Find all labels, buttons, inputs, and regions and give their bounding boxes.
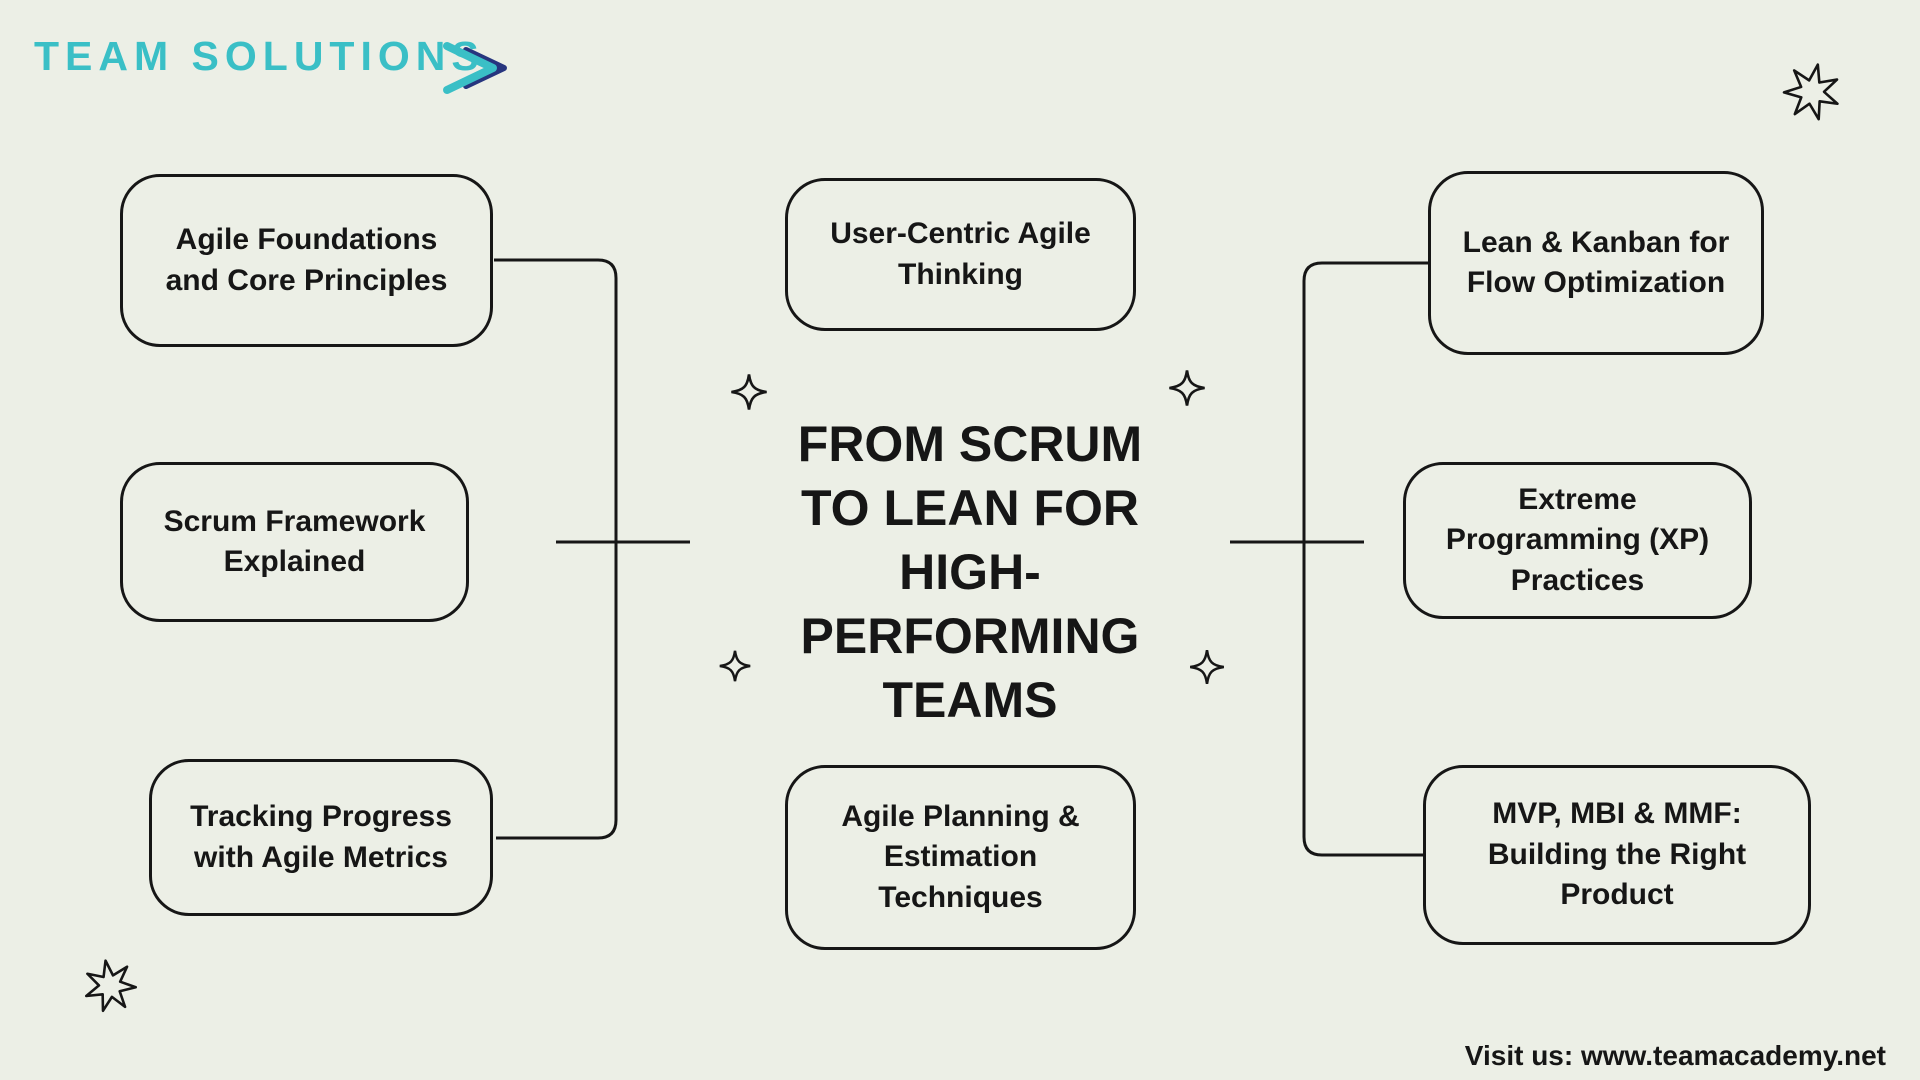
- topic-label: Agile Planning & Estimation Techniques: [841, 799, 1080, 914]
- topic-label: Extreme Programming (XP) Practices: [1445, 482, 1710, 597]
- sparkle-icon-top-left: [731, 374, 767, 410]
- star-doodle-icon-top-right: [1782, 63, 1839, 121]
- topic-box-agile-foundations: Agile Foundations and Core Principles: [120, 174, 493, 347]
- sparkle-icon-bottom-right: [1190, 650, 1224, 684]
- topic-label: User-Centric Agile Thinking: [830, 217, 1091, 291]
- logo-arrow-icon: [443, 42, 507, 94]
- topic-box-user-centric: User-Centric Agile Thinking: [785, 178, 1136, 331]
- topic-label: MVP, MBI & MMF: Building the Right Produ…: [1487, 797, 1747, 912]
- topic-label: Agile Foundations and Core Principles: [165, 223, 448, 297]
- brand-logo: TEAM SOLUTIONS: [34, 36, 485, 77]
- star-doodle-icon-bottom-left: [84, 959, 138, 1013]
- topic-label: Lean & Kanban for Flow Optimization: [1462, 225, 1730, 300]
- sparkle-icon-bottom-left: [719, 650, 751, 682]
- topic-box-mvp-mbi-mmf: MVP, MBI & MMF: Building the Right Produ…: [1423, 765, 1811, 945]
- topic-box-lean-kanban: Lean & Kanban for Flow Optimization: [1428, 171, 1764, 355]
- website-url: Visit us: www.teamacademy.net: [1464, 1040, 1886, 1071]
- topic-box-scrum-framework: Scrum Framework Explained: [120, 462, 469, 622]
- topic-box-agile-metrics: Tracking Progress with Agile Metrics: [149, 759, 493, 916]
- connector-left-bracket: [494, 258, 618, 840]
- connector-right-bracket: [1302, 261, 1430, 857]
- topic-box-planning-estimation: Agile Planning & Estimation Techniques: [785, 765, 1136, 950]
- sparkle-icon-top-right: [1169, 370, 1205, 406]
- topic-label: Scrum Framework Explained: [163, 504, 426, 579]
- topic-box-extreme-programming: Extreme Programming (XP) Practices: [1403, 462, 1752, 619]
- brand-name: TEAM SOLUTIONS: [34, 33, 485, 79]
- topic-label: Tracking Progress with Agile Metrics: [190, 800, 452, 874]
- page-title: FROM SCRUM TO LEAN FOR HIGH-PERFORMING T…: [797, 416, 1143, 728]
